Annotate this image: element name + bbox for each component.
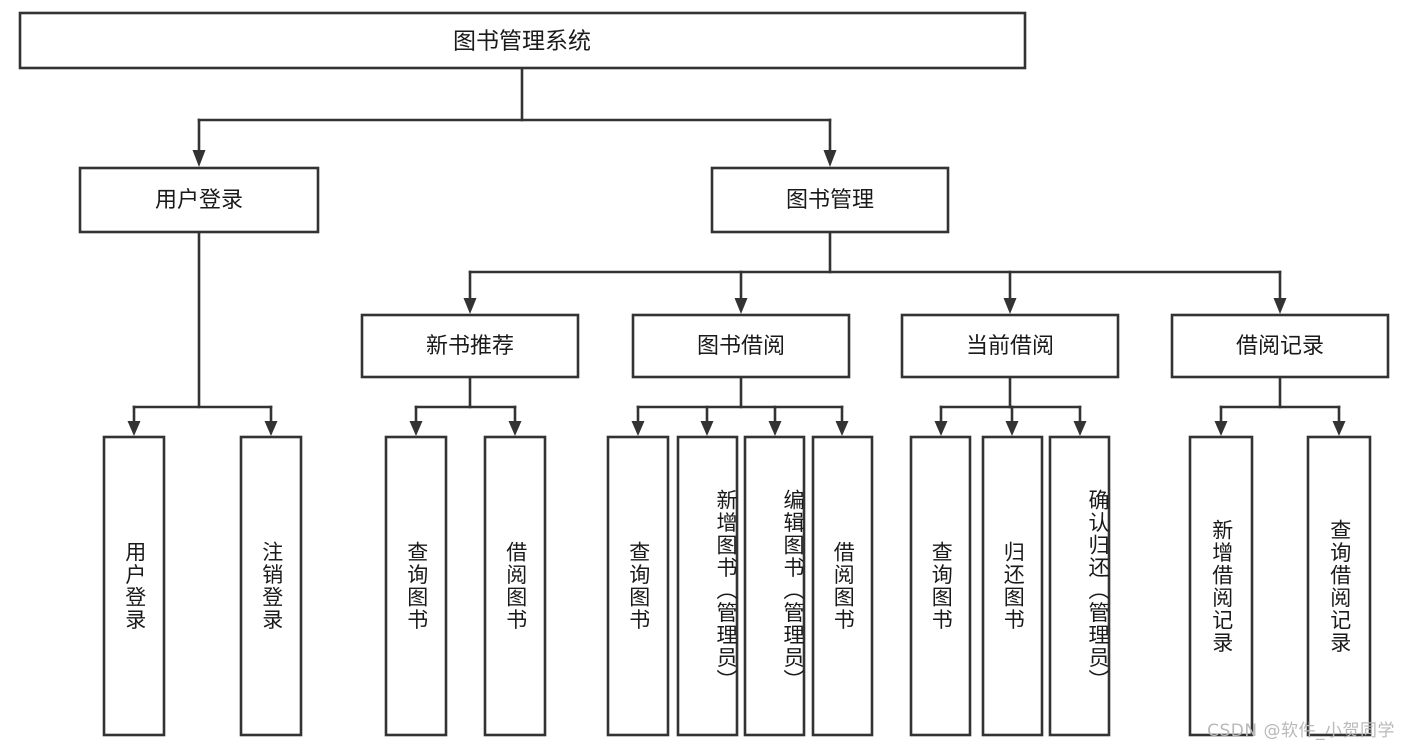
node-book-manage-label: 图书管理 xyxy=(786,188,874,213)
leaf-box-query-book-3[interactable] xyxy=(909,435,972,737)
node-book-manage[interactable]: 图书管理 xyxy=(710,166,950,234)
node-book-borrow[interactable]: 图书借阅 xyxy=(631,313,851,379)
node-user-login-label: 用户登录 xyxy=(155,188,243,213)
csdn-watermark: CSDN @软件_小贺同学 xyxy=(1207,721,1395,741)
node-root[interactable]: 图书管理系统 xyxy=(18,11,1027,70)
leaf-box-add-record[interactable] xyxy=(1188,435,1254,737)
leaf-box-borrow-book-1[interactable] xyxy=(483,435,547,737)
connector-newbookrec-to-leaves xyxy=(409,375,522,436)
node-current-borrow-label: 当前借阅 xyxy=(966,334,1054,359)
leaf-box-query-record[interactable] xyxy=(1306,435,1372,737)
leaf-rects xyxy=(102,435,1372,737)
node-book-borrow-label: 图书借阅 xyxy=(697,334,785,359)
node-borrow-record-label: 借阅记录 xyxy=(1236,334,1324,359)
leaf-box-query-book-1[interactable] xyxy=(384,435,448,737)
node-user-login[interactable]: 用户登录 xyxy=(78,166,320,234)
leaf-box-return-book[interactable] xyxy=(981,435,1044,737)
connector-bookmanage-to-level3 xyxy=(463,230,1287,314)
leaf-box-confirm-return[interactable] xyxy=(1048,435,1111,737)
node-root-label: 图书管理系统 xyxy=(453,29,591,55)
node-new-book-rec-label: 新书推荐 xyxy=(426,334,514,359)
node-current-borrow[interactable]: 当前借阅 xyxy=(900,313,1120,379)
leaf-box-query-book-2[interactable] xyxy=(606,435,670,737)
node-borrow-record[interactable]: 借阅记录 xyxy=(1170,313,1390,379)
connector-borrowrecord-to-leaves xyxy=(1214,375,1346,436)
leaf-box-logout[interactable] xyxy=(239,435,303,737)
leaf-box-add-book[interactable] xyxy=(676,435,739,737)
connector-currentborrow-to-leaves xyxy=(934,375,1087,436)
connector-bookborrow-to-leaves xyxy=(631,375,849,436)
connector-userlogin-to-leaves xyxy=(127,230,278,436)
connector-root-to-level2 xyxy=(192,66,837,167)
leaf-box-borrow-book-2[interactable] xyxy=(811,435,874,737)
leaf-box-user-login[interactable] xyxy=(102,435,166,737)
leaf-box-edit-book[interactable] xyxy=(743,435,806,737)
node-new-book-rec[interactable]: 新书推荐 xyxy=(360,313,580,379)
